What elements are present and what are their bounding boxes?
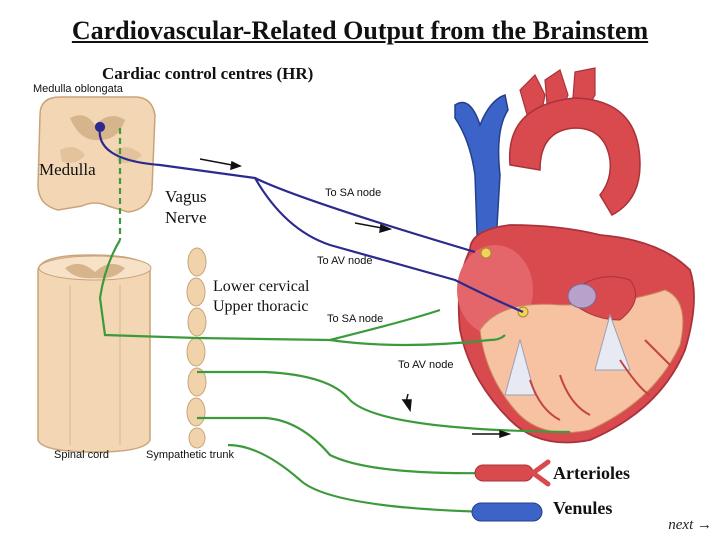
medulla-label: Medulla	[39, 160, 96, 179]
to-av-node-sympathetic-label: To AV node	[398, 359, 454, 371]
sa-node-marker	[480, 247, 492, 259]
medulla-oblongata-label: Medulla oblongata	[33, 83, 123, 95]
sympathetic-fibres	[98, 128, 571, 514]
to-av-node-vagus-label: To AV node	[317, 255, 373, 267]
spinal-cord-segment	[37, 254, 152, 453]
lower-cervical-label: Lower cervical	[213, 278, 310, 295]
venules-label: Venules	[553, 498, 613, 518]
vagus-label: Vagus	[165, 187, 207, 206]
venule-vessel	[471, 502, 543, 522]
slide-title: Cardiovascular-Related Output from the B…	[71, 16, 649, 45]
to-sa-node-sympathetic-label: To SA node	[327, 313, 384, 325]
vagus-direction-arrows	[199, 158, 393, 234]
nerve-label: Nerve	[165, 208, 207, 227]
to-sa-node-vagus-label: To SA node	[325, 187, 382, 199]
next-slide-link[interactable]: next →	[668, 517, 712, 533]
sympathetic-trunk-label: Sympathetic trunk	[146, 449, 235, 461]
sympathetic-direction-arrows	[401, 393, 512, 439]
upper-thoracic-label: Upper thoracic	[213, 298, 309, 315]
vagus-nerve-fibres	[94, 121, 524, 314]
spinal-cord-label: Spinal cord	[54, 449, 110, 461]
sympathetic-trunk-chain	[186, 247, 207, 449]
heart-illustration	[454, 67, 695, 444]
cardiac-control-centres-label: Cardiac control centres (HR)	[102, 64, 314, 83]
arterioles-label: Arterioles	[553, 463, 630, 483]
arteriole-vessel	[474, 459, 551, 487]
medulla-cross-section	[37, 96, 156, 213]
